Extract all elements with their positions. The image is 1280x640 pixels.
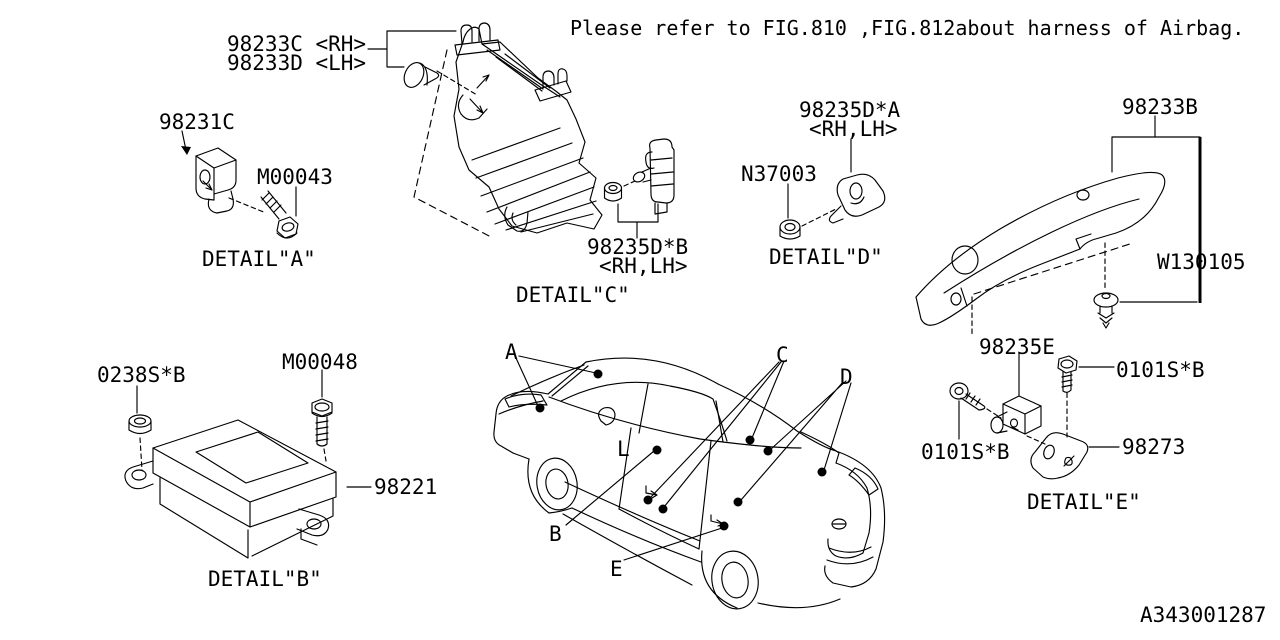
- leader-98233b: [1111, 115, 1202, 303]
- module-98221-drawing: [124, 419, 372, 559]
- bracket-98273-drawing: [1026, 432, 1120, 480]
- leader-98233cd: [367, 30, 457, 68]
- sensor-98231c-drawing: [181, 130, 237, 214]
- part-label-98235d-a: 98235D*A: [799, 98, 901, 122]
- car-callout-l: L: [617, 437, 630, 461]
- door-panel-drawing: [413, 26, 603, 238]
- bolt-m00048-drawing: [311, 369, 333, 462]
- part-label-m00048: M00048: [282, 350, 358, 374]
- car-callout-d: D: [840, 365, 853, 389]
- bolt-m00043-drawing: [228, 186, 299, 239]
- sensor-98235db-drawing: [603, 138, 675, 239]
- part-label-98233c-rh: 98233C <RH>: [227, 32, 367, 56]
- plug-98233-drawing: [403, 62, 478, 96]
- clip-98233-drawing: [454, 22, 501, 56]
- part-label-98233d-lh: 98233D <LH>: [227, 51, 367, 75]
- car-callout-lines: [515, 355, 852, 561]
- car-drawing: [493, 357, 886, 610]
- part-label-98235d-b-side: <RH,LH>: [599, 254, 688, 278]
- bolt-0101sb-right-drawing: [1057, 355, 1115, 438]
- detail-a-caption: DETAIL"A": [202, 247, 316, 271]
- detail-b-caption: DETAIL"B": [208, 567, 322, 591]
- car-callout-e: E: [610, 557, 623, 581]
- drawing-number: A343001287: [1140, 603, 1267, 627]
- part-label-98221: 98221: [374, 475, 438, 499]
- part-label-w130105: W130105: [1157, 250, 1246, 274]
- detail-d-caption: DETAIL"D": [769, 245, 883, 269]
- part-label-0101sb-right: 0101S*B: [1116, 358, 1205, 382]
- car-location-dots: [535, 369, 827, 531]
- clip-w130105-drawing: [1093, 292, 1119, 329]
- part-label-98233b: 98233B: [1122, 95, 1198, 119]
- car-callout-a: A: [505, 340, 518, 364]
- car-callout-c: C: [776, 343, 789, 367]
- nut-n37003-drawing: [779, 183, 837, 240]
- reference-note: Please refer to FIG.810 ,FIG.812about ha…: [570, 16, 1245, 40]
- bolt-0101sb-left-drawing: [949, 382, 1002, 440]
- part-label-n37003: N37003: [741, 162, 817, 186]
- part-label-m00043: M00043: [257, 165, 333, 189]
- part-label-98231c: 98231C: [159, 110, 235, 134]
- detail-e-caption: DETAIL"E": [1027, 490, 1141, 514]
- part-label-98235d-a-side: <RH,LH>: [809, 117, 898, 141]
- part-label-98273: 98273: [1122, 435, 1186, 459]
- car-callout-b: B: [549, 522, 562, 546]
- nut-0238sb-drawing: [128, 385, 152, 471]
- part-label-98235e: 98235E: [979, 335, 1055, 359]
- sensor-98235da-drawing: [828, 138, 886, 224]
- part-label-0238sb: 0238S*B: [97, 363, 186, 387]
- part-label-0101sb-left: 0101S*B: [921, 440, 1010, 464]
- part-label-98235d-b: 98235D*B: [587, 235, 689, 259]
- sensor-98235e-drawing: [990, 353, 1042, 435]
- detail-c-caption: DETAIL"C": [516, 283, 630, 307]
- cover-98233b-drawing: [915, 171, 1166, 335]
